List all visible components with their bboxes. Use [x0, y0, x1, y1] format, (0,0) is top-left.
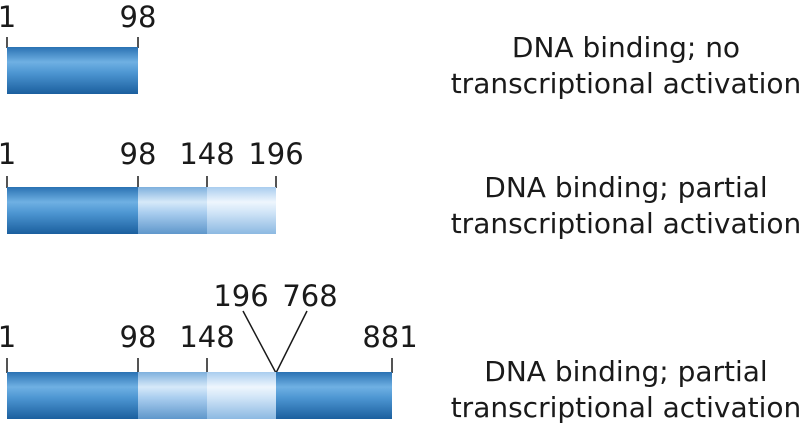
- position-label-3-start: 1: [0, 320, 16, 354]
- segment-148-196: [207, 372, 276, 419]
- segment-1-98: [7, 187, 138, 234]
- segment-148-196: [207, 187, 276, 234]
- segment-768-881: [276, 372, 392, 419]
- construct-1: 1 98: [0, 0, 156, 94]
- position-label-3-148: 148: [179, 320, 234, 354]
- deletion-junction-lines: [242, 310, 308, 375]
- construct-2-description: DNA binding; partial transcriptional act…: [444, 170, 808, 242]
- position-label-2-148: 148: [179, 137, 234, 171]
- deletion-label-768: 768: [282, 279, 337, 313]
- position-label-1-start: 1: [0, 0, 16, 34]
- description-line-1: DNA binding; partial: [484, 171, 768, 204]
- construct-2: 1 98 148 196: [0, 137, 304, 234]
- description-line-2: transcriptional activation: [450, 207, 802, 240]
- description-line-1: DNA binding; no: [511, 31, 741, 64]
- description-line-1: DNA binding; partial: [484, 355, 768, 388]
- position-label-2-98: 98: [120, 137, 157, 171]
- description-line-2: transcriptional activation: [450, 391, 802, 424]
- position-label-3-881: 881: [362, 320, 417, 354]
- construct-1-description: DNA binding; no transcriptional activati…: [444, 30, 808, 102]
- position-label-3-98: 98: [120, 320, 157, 354]
- segment-1-98: [7, 47, 138, 94]
- position-label-1-98: 98: [120, 0, 157, 34]
- construct-3: 1 98 148 881 196 768: [0, 279, 418, 419]
- description-line-2: transcriptional activation: [450, 67, 802, 100]
- segment-98-148: [138, 372, 207, 419]
- position-label-2-196: 196: [248, 137, 303, 171]
- deletion-label-196: 196: [213, 279, 268, 313]
- segment-1-98: [7, 372, 138, 419]
- segment-98-148: [138, 187, 207, 234]
- construct-3-description: DNA binding; partial transcriptional act…: [444, 354, 808, 426]
- position-label-2-start: 1: [0, 137, 16, 171]
